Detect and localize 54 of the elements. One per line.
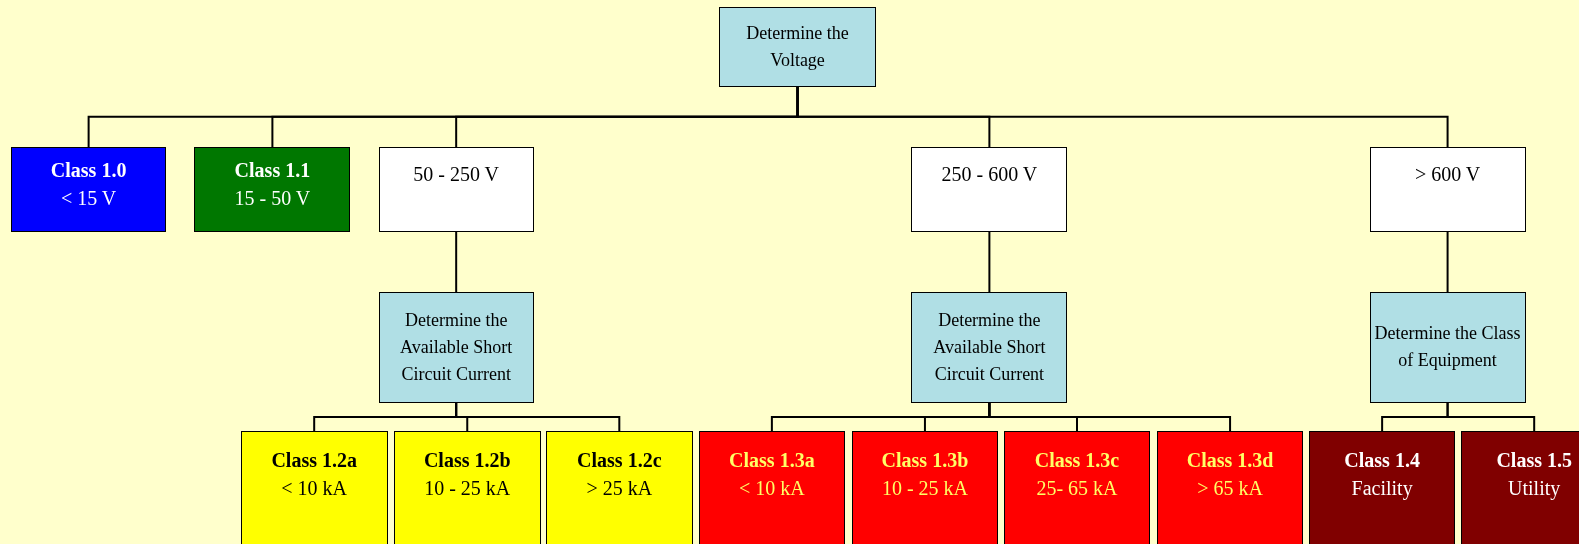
- class-label: Class 1.2c: [577, 448, 662, 473]
- connector-line: [988, 230, 991, 294]
- class-label: Class 1.3a: [729, 448, 815, 473]
- process-box: [911, 147, 1068, 232]
- class-label: Class 1.5: [1496, 448, 1572, 473]
- process-box: [240, 431, 388, 544]
- range-label: < 10 kA: [739, 476, 805, 501]
- connector-line: [1446, 401, 1536, 432]
- range-label: > 600 V: [1414, 162, 1481, 187]
- range-label: Facility: [1351, 476, 1413, 502]
- process-box: [378, 292, 534, 403]
- connector-line: [455, 230, 458, 294]
- range-label: > 65 kA: [1197, 476, 1263, 501]
- process-box: [1369, 292, 1526, 403]
- range-label: < 15 V: [60, 186, 117, 212]
- class-label: Class 1.4: [1344, 448, 1420, 473]
- range-label: 10 - 25 kA: [424, 476, 511, 501]
- connector-line: [455, 401, 621, 432]
- step-label: Determine the Available Short Circuit Current: [932, 308, 1047, 386]
- class-label: Class 1.3d: [1186, 448, 1274, 473]
- process-box: [911, 292, 1068, 403]
- range-label: Utility: [1508, 476, 1561, 502]
- class-label: Class 1.3c: [1034, 448, 1120, 473]
- range-label: > 25 kA: [586, 476, 653, 501]
- class-label: Class 1.2b: [423, 448, 511, 473]
- connector-line: [1446, 230, 1449, 294]
- process-box: [11, 147, 167, 232]
- process-box: [851, 431, 998, 544]
- process-box: [194, 147, 351, 232]
- process-box: [1461, 431, 1579, 544]
- range-label: 10 - 25 kA: [881, 476, 968, 501]
- process-box: [698, 431, 845, 544]
- step-label: Determine the Class of Equipment: [1374, 322, 1521, 373]
- process-box: [393, 431, 541, 544]
- step-label: Determine the Voltage: [745, 21, 850, 72]
- class-label: Class 1.3b: [881, 448, 969, 473]
- process-box: [719, 7, 877, 87]
- range-label: 50 - 250 V: [413, 162, 500, 187]
- process-box: [1157, 431, 1304, 544]
- range-label: 250 - 600 V: [941, 162, 1038, 187]
- class-label: Class 1.2a: [271, 448, 357, 473]
- class-label: Class 1.1: [234, 158, 311, 184]
- process-box: [378, 147, 534, 232]
- process-box: [545, 431, 693, 544]
- process-box: [1369, 147, 1526, 232]
- range-label: 15 - 50 V: [234, 186, 311, 212]
- process-box: [1004, 431, 1150, 544]
- range-label: 25- 65 kA: [1036, 476, 1118, 501]
- range-label: < 10 kA: [281, 476, 348, 501]
- connector-line: [796, 85, 1449, 148]
- step-label: Determine the Available Short Circuit Current: [399, 308, 514, 386]
- process-box: [1309, 431, 1456, 544]
- class-label: Class 1.0: [50, 158, 127, 184]
- connector-line: [988, 401, 1232, 432]
